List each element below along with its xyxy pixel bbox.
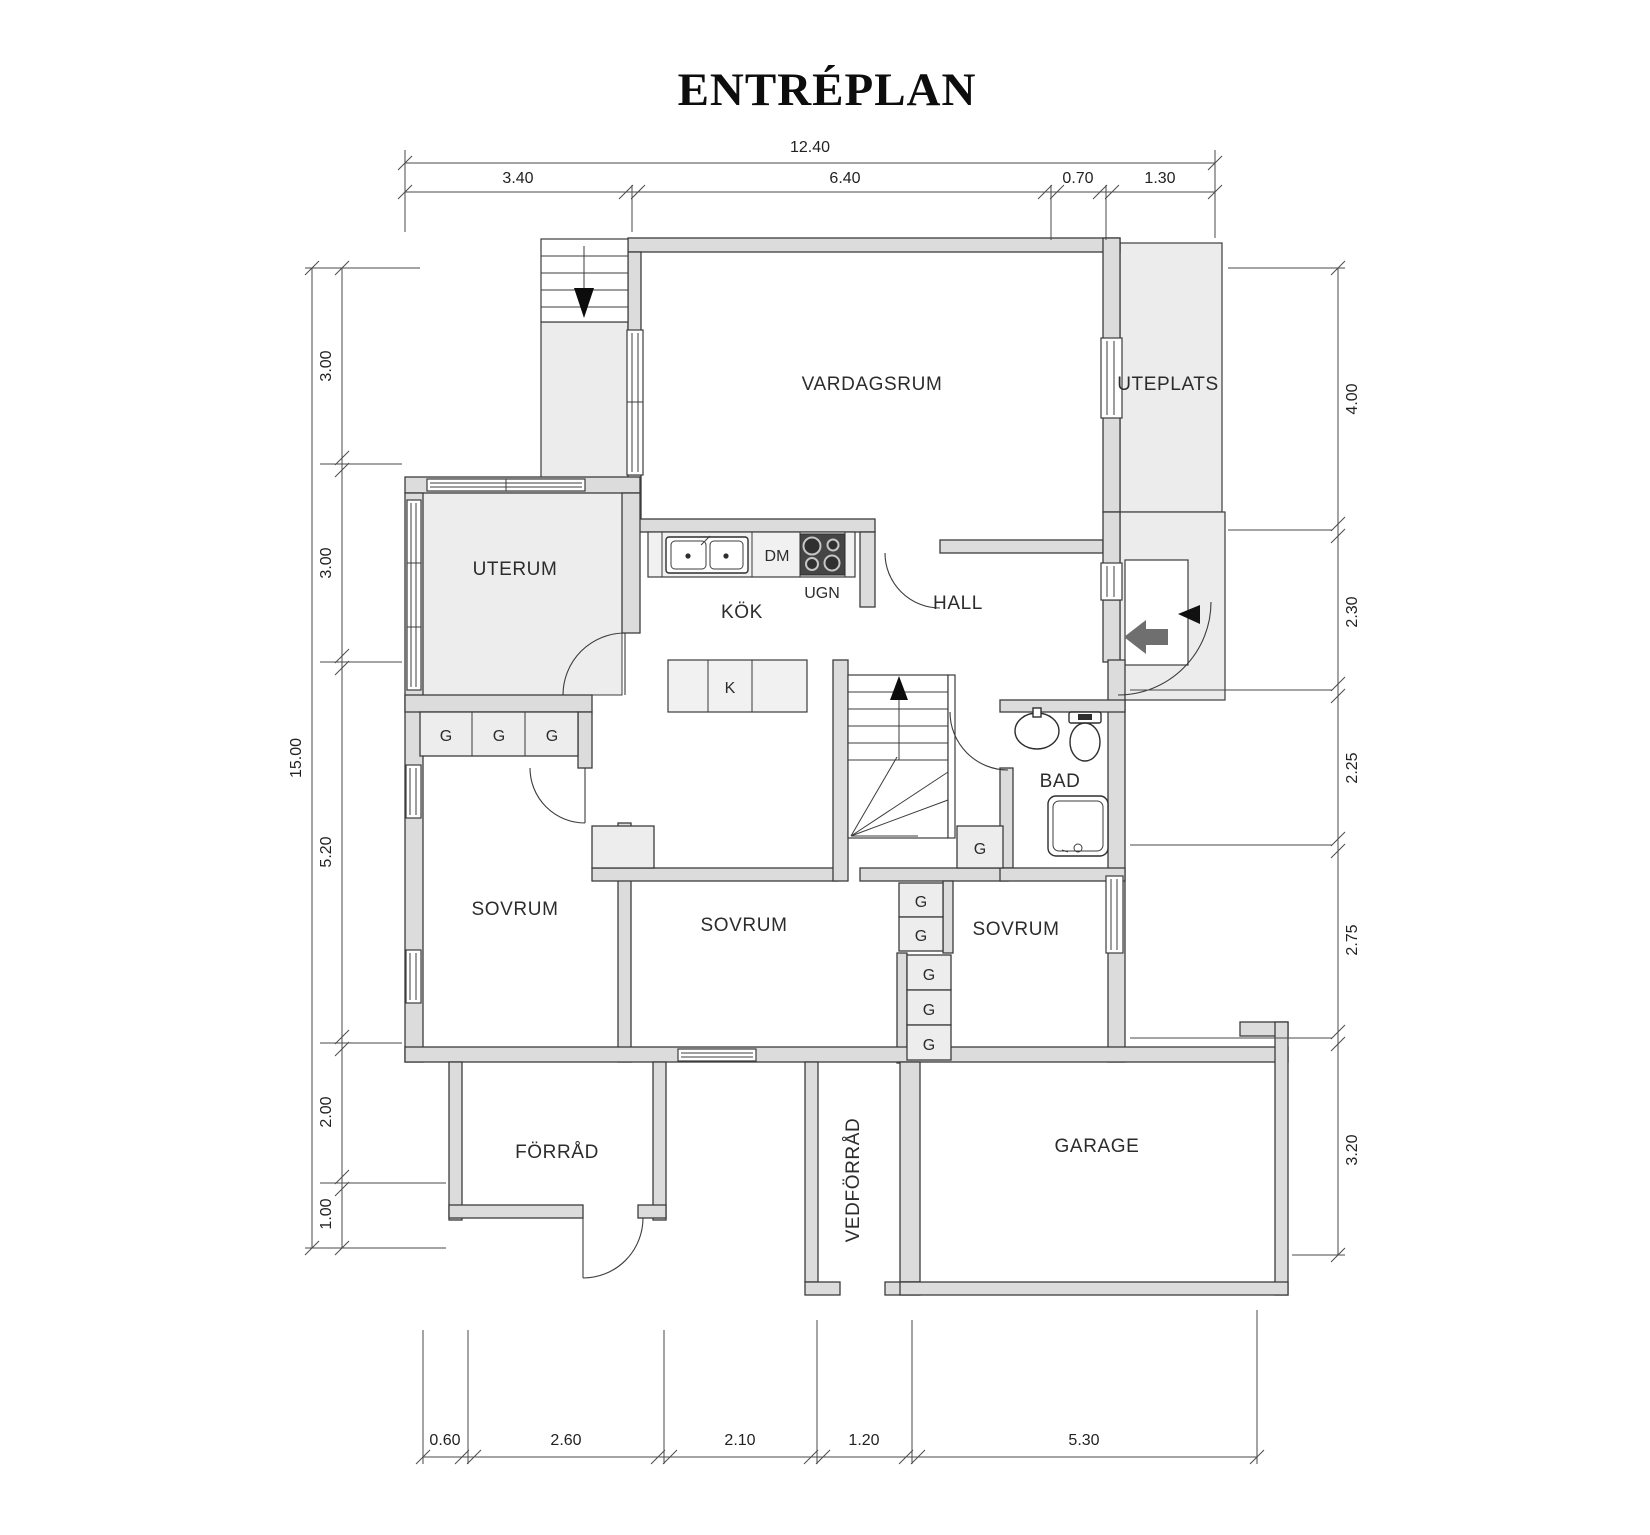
window-uterum-left	[406, 499, 422, 691]
window-sovrum3-right	[1105, 875, 1124, 954]
window-vardagsrum-uteplats	[1100, 337, 1123, 419]
label-wardrobe-1: G	[440, 728, 452, 745]
label-wardrobe-7: G	[923, 967, 935, 984]
kitchen-fixtures	[647, 531, 856, 713]
dim-right-seg-2: 2.25	[1344, 752, 1361, 783]
label-wardrobe-2: G	[493, 728, 505, 745]
wardrobe-stair	[956, 825, 1004, 869]
label-fridge: K	[725, 680, 736, 697]
wardrobes	[419, 711, 1004, 1061]
stairs-interior	[847, 674, 956, 839]
wardrobe-col-2	[898, 916, 944, 952]
wardrobe-col-5	[906, 1024, 952, 1061]
door-arc-hall	[884, 552, 941, 609]
entrance-arrow-icon	[1124, 620, 1168, 654]
bathroom-fixtures	[1014, 707, 1109, 857]
dim-bottom-seg-0: 0.60	[429, 1432, 460, 1449]
toilet-icon	[1068, 711, 1102, 762]
dimension-lines	[304, 150, 1346, 1465]
stairs-exterior	[540, 238, 629, 323]
stairs-up-arrow-icon	[890, 676, 908, 700]
room-label-sovrum-3: SOVRUM	[973, 919, 1060, 940]
window-sovrum1-upper	[405, 764, 422, 819]
window-sovrum2-bottom	[677, 1048, 757, 1062]
room-label-hall: HALL	[933, 593, 983, 614]
window-symbols	[405, 329, 1124, 1062]
room-label-sovrum-2: SOVRUM	[701, 915, 788, 936]
wardrobe-row	[419, 711, 579, 757]
dim-right-seg-3: 2.75	[1344, 924, 1361, 955]
room-label-garage: GARAGE	[1055, 1136, 1140, 1157]
dim-left-seg-3: 2.00	[318, 1096, 335, 1127]
label-dishwasher: DM	[765, 548, 790, 565]
door-arc-bad	[949, 711, 1009, 771]
door-arc-entry	[1117, 601, 1212, 696]
exterior-stair-landing	[540, 321, 629, 479]
label-wardrobe-6: G	[915, 928, 927, 945]
room-label-sovrum-1: SOVRUM	[472, 899, 559, 920]
room-label-forrad: FÖRRÅD	[515, 1142, 599, 1163]
dim-right-seg-0: 4.00	[1344, 383, 1361, 414]
dim-left-seg-0: 3.00	[318, 350, 335, 381]
label-oven: UGN	[804, 585, 840, 602]
washbasin-icon	[1014, 707, 1060, 750]
walls	[404, 237, 1289, 1296]
window-vardagsrum-left	[626, 329, 644, 476]
uteplats-slab	[1119, 242, 1223, 513]
outdoor-areas	[422, 242, 1226, 701]
door-arc-sovrum1	[529, 767, 586, 824]
entry-porch-step	[1124, 559, 1189, 666]
uterum-floor	[422, 492, 623, 696]
wardrobe-col-1	[898, 882, 944, 918]
dim-top-total: 12.40	[790, 139, 830, 156]
dim-left-total: 15.00	[288, 738, 305, 778]
dim-left-seg-2: 5.20	[318, 836, 335, 867]
kitchen-counter-bottom	[667, 659, 808, 713]
dim-right-seg-4: 3.20	[1344, 1134, 1361, 1165]
room-label-bad: BAD	[1040, 771, 1081, 792]
closet-block	[591, 825, 655, 869]
dim-left-seg-1: 3.00	[318, 547, 335, 578]
room-label-vedforrad: VEDFÖRRÅD	[843, 1118, 864, 1243]
dim-bottom-seg-2: 2.10	[724, 1432, 755, 1449]
stove-icon	[799, 533, 846, 576]
shower-icon	[1047, 795, 1109, 857]
door-arcs	[529, 552, 1212, 1279]
label-wardrobe-9: G	[923, 1037, 935, 1054]
door-arc-uterum	[562, 632, 626, 696]
dim-bottom-seg-1: 2.60	[550, 1432, 581, 1449]
label-wardrobe-4: G	[974, 841, 986, 858]
dim-bottom-seg-3: 1.20	[848, 1432, 879, 1449]
room-label-uterum: UTERUM	[473, 559, 558, 580]
label-wardrobe-8: G	[923, 1002, 935, 1019]
entrance-direction-icon	[1178, 605, 1200, 624]
dim-top-seg-0: 3.40	[502, 170, 533, 187]
sink-icon	[665, 535, 749, 574]
dim-top-seg-2: 0.70	[1062, 170, 1093, 187]
dim-bottom-seg-4: 5.30	[1068, 1432, 1099, 1449]
room-label-kok: KÖK	[721, 602, 763, 623]
dim-top-seg-1: 6.40	[829, 170, 860, 187]
label-wardrobe-5: G	[915, 894, 927, 911]
door-arc-forrad	[582, 1217, 644, 1279]
dim-left-seg-4: 1.00	[318, 1198, 335, 1229]
dim-right-seg-1: 2.30	[1344, 596, 1361, 627]
room-label-vardagsrum: VARDAGSRUM	[802, 374, 943, 395]
window-sovrum1-lower	[405, 949, 422, 1004]
dim-top-seg-3: 1.30	[1144, 170, 1175, 187]
entry-arrows	[1124, 605, 1200, 654]
wardrobe-col-4	[906, 989, 952, 1026]
page-title: ENTRÉPLAN	[678, 64, 977, 116]
label-wardrobe-3: G	[546, 728, 558, 745]
stairs-down-arrow-icon	[574, 288, 594, 318]
wardrobe-col-3	[906, 954, 952, 991]
room-label-uteplats: UTEPLATS	[1117, 374, 1219, 395]
entry-door-frame	[1100, 562, 1123, 601]
window-uterum-top	[426, 478, 586, 492]
